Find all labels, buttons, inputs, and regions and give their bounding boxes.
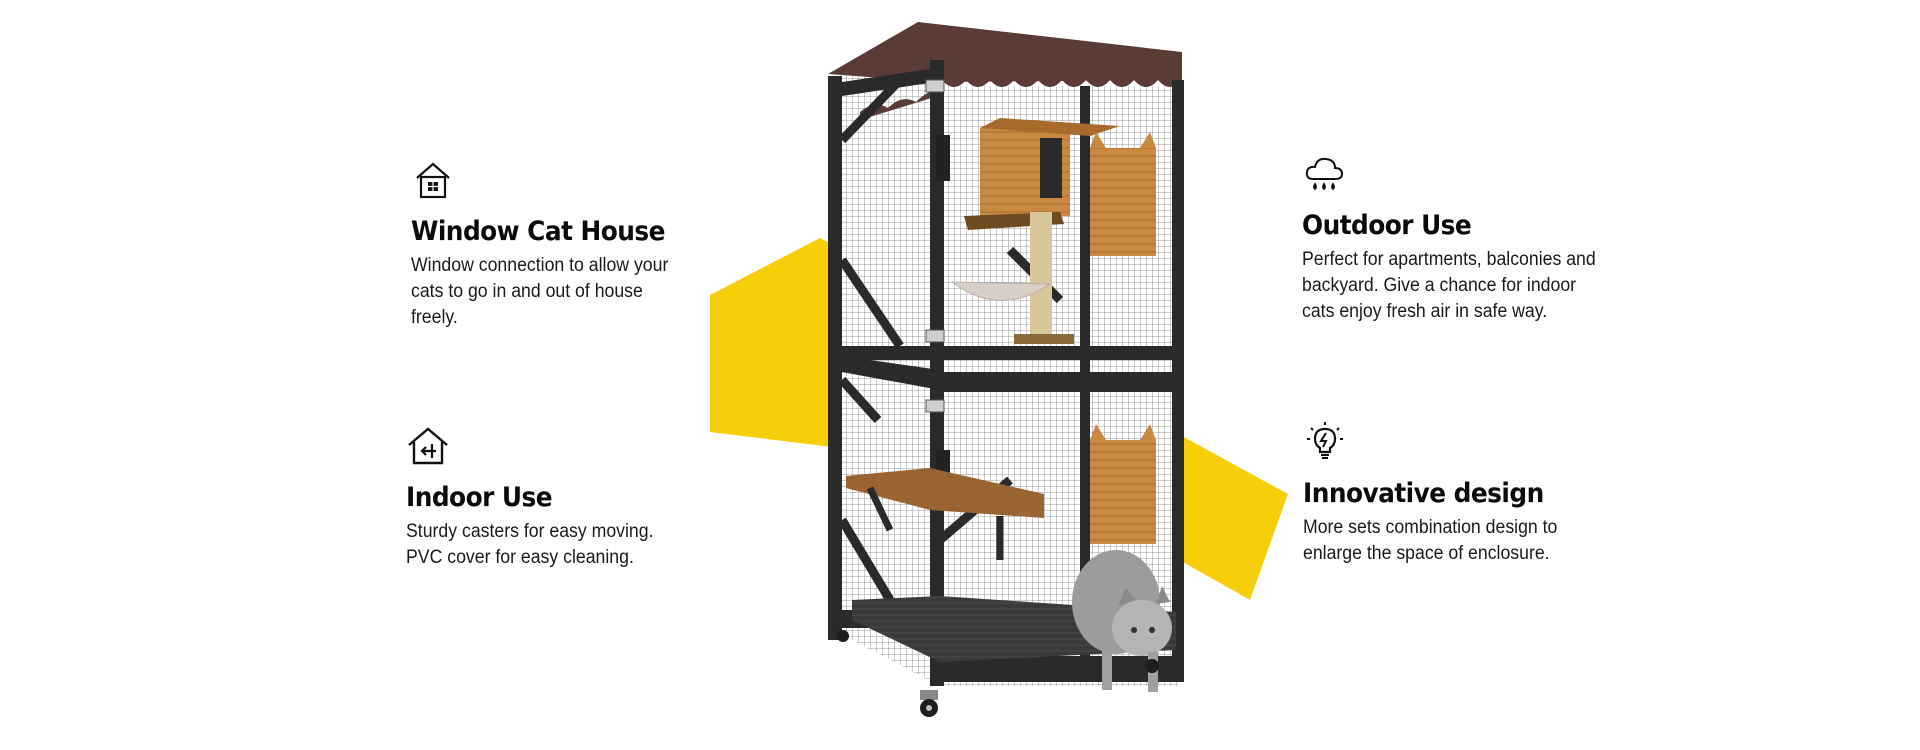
feature-description: Sturdy casters for easy moving. PVC cove… <box>406 521 654 568</box>
hammock <box>950 281 1052 301</box>
cloud-rain-icon <box>1305 157 1344 191</box>
lower-door-panel <box>1090 424 1156 544</box>
window-house-icon <box>416 162 450 199</box>
caster-wheels <box>837 630 1159 717</box>
cat-image <box>1072 550 1172 692</box>
feature-description: Window connection to allow your cats to … <box>411 255 669 328</box>
feature-title: Indoor Use <box>406 482 553 513</box>
feature-title: Innovative design <box>1303 478 1544 509</box>
feature-indoor-use: Indoor Use Sturdy casters for easy movin… <box>406 424 736 571</box>
feature-description: More sets combination design to enlarge … <box>1303 517 1558 564</box>
cat-enclosure <box>828 22 1184 717</box>
lightbulb-icon <box>1307 422 1343 459</box>
feature-innovative-design: Innovative design More sets combination … <box>1303 420 1633 567</box>
feature-description: Perfect for apartments, balconies and ba… <box>1302 249 1596 322</box>
feature-title: Outdoor Use <box>1302 210 1472 241</box>
feature-outdoor-use: Outdoor Use Perfect for apartments, balc… <box>1302 152 1632 325</box>
upper-door-panel <box>1090 132 1156 256</box>
scratching-post <box>1030 212 1052 342</box>
house-arrow-icon <box>408 427 448 465</box>
roof-front-scallop <box>938 62 1182 87</box>
feature-title: Window Cat House <box>411 216 665 247</box>
feature-window-cat-house: Window Cat House Window connection to al… <box>411 158 741 331</box>
lower-shelf <box>846 468 1044 518</box>
roof-side-scallop <box>860 90 938 120</box>
